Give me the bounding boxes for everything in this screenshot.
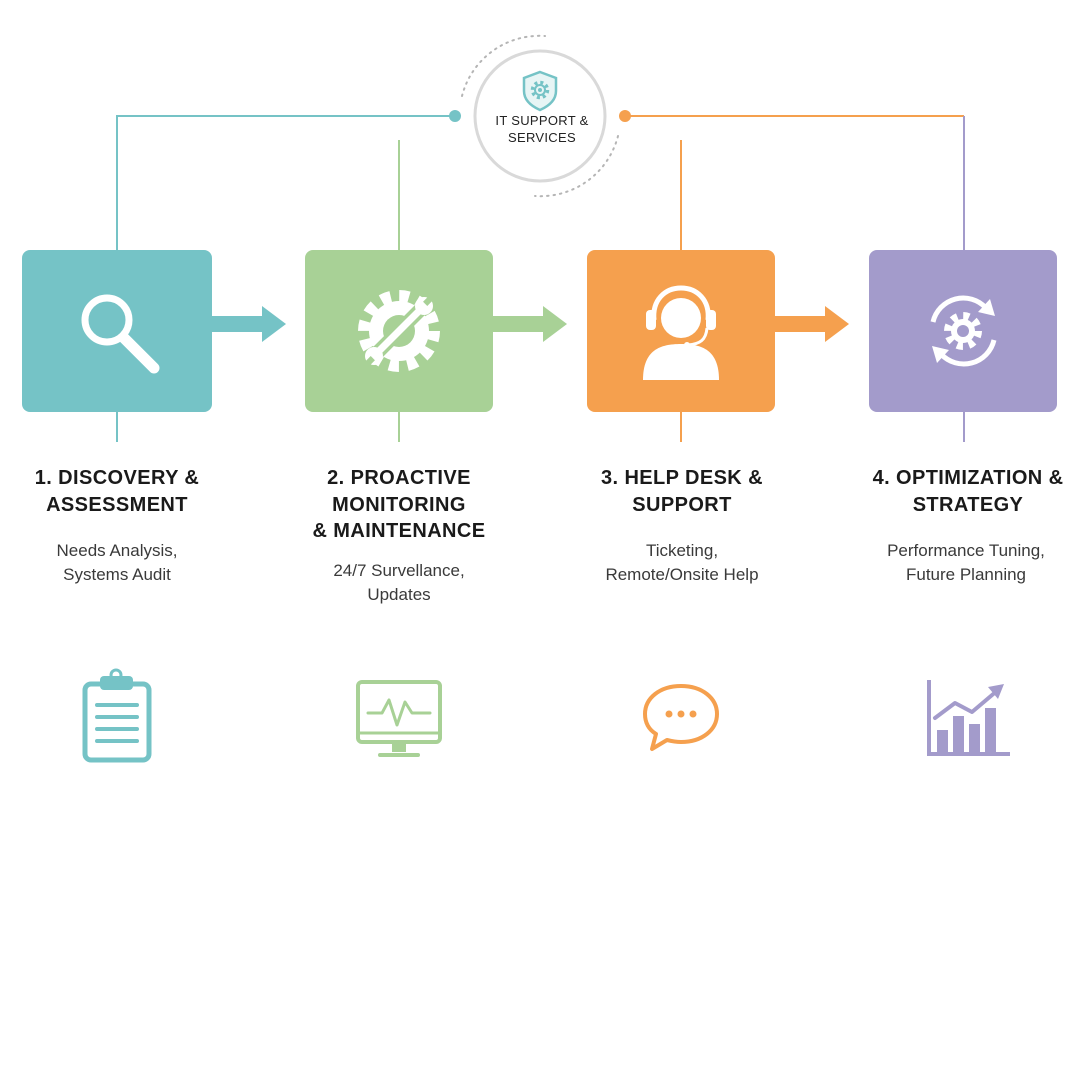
step-1-desc-line2: Systems Audit	[63, 565, 171, 584]
step-card-discovery-box	[22, 250, 212, 412]
step-text-optimization: 4. OPTIMIZATION & STRATEGY Performance T…	[873, 467, 1064, 584]
connector-lines	[116, 110, 965, 442]
step-2-desc-line1: 24/7 Survellance,	[333, 561, 464, 580]
step-1-title-line1: 1. DISCOVERY &	[35, 467, 200, 489]
clipboard-icon	[82, 668, 152, 763]
step-card-monitoring	[305, 250, 493, 412]
growth-chart-icon	[927, 680, 1010, 756]
step-3-desc-line2: Remote/Onsite Help	[605, 565, 758, 584]
step-card-helpdesk	[587, 250, 775, 412]
step-4-title-line1: 4. OPTIMIZATION &	[873, 467, 1064, 489]
step-4-desc-line1: Performance Tuning,	[887, 541, 1045, 560]
monitor-pulse-icon	[356, 680, 442, 757]
gear-cycle-icon	[930, 295, 997, 367]
step-2-desc-line2: Updates	[367, 585, 430, 604]
step-3-desc-line1: Ticketing,	[646, 541, 718, 560]
step-1-title-line2: ASSESSMENT	[46, 494, 188, 516]
step-card-discovery	[22, 250, 212, 412]
hub-label-line2: SERVICES	[508, 130, 576, 145]
connector-left-dot	[449, 110, 461, 122]
step-3-title-line2: SUPPORT	[632, 494, 731, 516]
hub-circle	[473, 49, 607, 183]
step-2-title-line1: 2. PROACTIVE	[327, 467, 471, 489]
shield-gear-icon	[522, 70, 558, 112]
magnifier-icon	[81, 294, 160, 374]
step-text-monitoring: 2. PROACTIVE MONITORING & MAINTENANCE 24…	[313, 467, 486, 604]
hub-dotted-arc-bottom	[534, 135, 619, 198]
connector-left-bracket	[116, 115, 455, 250]
step-text-helpdesk: 3. HELP DESK & SUPPORT Ticketing, Remote…	[601, 467, 763, 584]
flow-arrow-2	[492, 306, 567, 342]
step-text-discovery: 1. DISCOVERY & ASSESSMENT Needs Analysis…	[35, 467, 200, 584]
hub-label-line1: IT SUPPORT &	[495, 113, 588, 128]
hub: IT SUPPORT & SERVICES	[461, 34, 619, 198]
step-4-desc-line2: Future Planning	[906, 565, 1026, 584]
headset-agent-icon	[643, 285, 719, 380]
chat-bubble-icon	[643, 684, 719, 751]
step-card-optimization	[869, 250, 1057, 412]
step-2-title-line2: MONITORING	[332, 494, 466, 516]
step-4-title-line2: STRATEGY	[913, 494, 1024, 516]
flow-arrow-1	[211, 306, 286, 342]
hub-dotted-arc-top	[461, 34, 546, 97]
gear-wrench-icon	[358, 290, 440, 372]
step-1-desc-line1: Needs Analysis,	[57, 541, 178, 560]
step-2-title-line3: & MAINTENANCE	[313, 520, 486, 542]
connector-right-dot	[619, 110, 631, 122]
flow-arrow-3	[774, 306, 849, 342]
step-3-title-line1: 3. HELP DESK &	[601, 467, 763, 489]
